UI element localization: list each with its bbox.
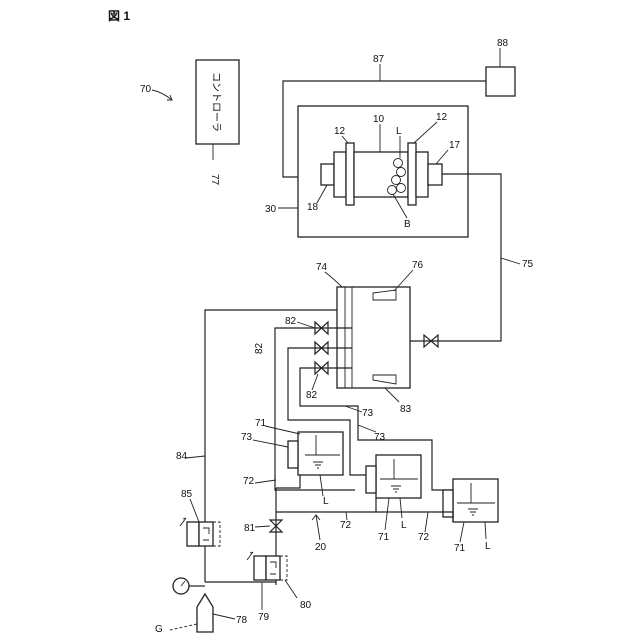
ref-73-b: 73 <box>374 432 386 443</box>
tank-71-c <box>443 479 498 522</box>
ref-B: B <box>404 219 411 230</box>
controller-block: コントローラ <box>196 60 239 144</box>
vessel-74 <box>337 287 410 388</box>
leader-84 <box>186 456 205 458</box>
leader-83 <box>385 388 399 402</box>
ref-71-c: 71 <box>454 543 466 554</box>
leader-75 <box>501 258 520 264</box>
ref-72-a: 72 <box>243 476 255 487</box>
box-88 <box>486 67 515 96</box>
ref-75: 75 <box>522 259 534 270</box>
ref-80: 80 <box>300 600 312 611</box>
ref-17: 17 <box>449 140 461 151</box>
gas-manifold-72 <box>276 475 453 585</box>
leader-72-b <box>346 512 347 520</box>
solenoid-valve-80 <box>247 552 287 580</box>
arrow-70 <box>167 95 172 100</box>
ref-82-top: 82 <box>285 316 297 327</box>
leader-85 <box>190 499 199 522</box>
ref-20: 20 <box>315 542 327 553</box>
ref-12-right: 12 <box>436 112 448 123</box>
ref-74: 74 <box>316 262 328 273</box>
ref-78: 78 <box>236 615 248 626</box>
leader-82-top <box>297 322 315 328</box>
ref-77: 77 <box>209 174 220 186</box>
ref-L-cell: L <box>396 126 402 137</box>
ref-L-c: L <box>485 541 491 552</box>
leader-72-c <box>425 512 428 532</box>
ref-18: 18 <box>307 202 319 213</box>
leader-73-a <box>253 440 288 447</box>
ref-83: 83 <box>400 404 412 415</box>
leader-L-c <box>485 522 486 539</box>
ref-71-b: 71 <box>378 532 390 543</box>
leader-82-bot <box>312 374 318 390</box>
leader-81 <box>255 526 270 527</box>
ref-72-c: 72 <box>418 532 430 543</box>
leader-71-b <box>385 498 389 530</box>
ref-30: 30 <box>265 204 277 215</box>
controller-label: コントローラ <box>210 72 222 132</box>
ref-G: G <box>155 624 163 635</box>
ref-71-a: 71 <box>255 418 267 429</box>
ref-79: 79 <box>258 612 270 623</box>
ref-73-a: 73 <box>241 432 253 443</box>
ref-L-a: L <box>323 496 329 507</box>
sample-cell <box>321 143 442 205</box>
leader-73-b <box>358 425 376 432</box>
ref-76: 76 <box>412 260 424 271</box>
leader-80 <box>285 580 297 598</box>
ref-87: 87 <box>373 54 385 65</box>
ref-73-c: 73 <box>362 408 374 419</box>
solenoid-valve-85 <box>180 518 220 546</box>
ref-88: 88 <box>497 38 509 49</box>
figure-title: 図 1 <box>108 9 130 23</box>
leader-78 <box>213 614 235 619</box>
ref-85: 85 <box>181 489 193 500</box>
ref-82-mid: 82 <box>254 342 265 354</box>
leader-71-c <box>460 522 464 542</box>
leader-72-a <box>255 480 276 483</box>
ref-12-left: 12 <box>334 126 346 137</box>
ref-10: 10 <box>373 114 385 125</box>
ref-82-bot: 82 <box>306 390 318 401</box>
ref-70: 70 <box>140 84 152 95</box>
gas-cylinder-78 <box>197 594 213 632</box>
leader-L-b <box>400 498 402 518</box>
tank-71-a <box>288 432 343 475</box>
ref-72-b: 72 <box>340 520 352 531</box>
leader-70 <box>152 90 172 100</box>
leader-74 <box>325 272 342 287</box>
leader-L-a <box>320 475 323 496</box>
gas-line-G <box>170 624 197 630</box>
leader-71-a <box>265 426 300 434</box>
tank-71-b <box>366 455 421 498</box>
leader-73-c <box>345 406 362 412</box>
ref-L-b: L <box>401 520 407 531</box>
ref-81: 81 <box>244 523 256 534</box>
ref-84: 84 <box>176 451 188 462</box>
